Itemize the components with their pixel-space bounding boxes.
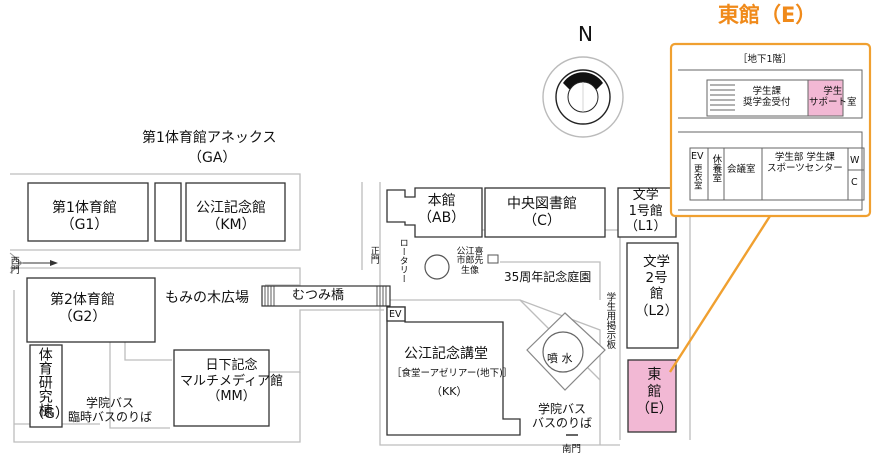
statue-marker	[487, 254, 499, 264]
label-bus-south: 学院バス バスのりば	[532, 402, 593, 431]
building-ab[interactable]	[386, 187, 483, 238]
label-ab: 本館 （AB）	[418, 193, 466, 226]
rotary-circle	[424, 254, 450, 280]
campus-roads	[10, 173, 691, 446]
label-g2: 第2体育館 （G2）	[50, 292, 115, 325]
label-bus-left: 学院バス 臨時バスのりば	[68, 396, 153, 425]
label-main-gate: 正門	[368, 246, 379, 264]
label-kk-sub: ［食堂ーアゼリアー(地下)］	[392, 368, 513, 379]
inset-room-scholarship: 学生課 奨学金受付	[743, 86, 791, 109]
inset-room-ev: EV	[691, 151, 704, 162]
label-kk: 公江記念講堂	[404, 346, 488, 362]
inset-floorplan	[678, 69, 865, 211]
building-g1[interactable]	[27, 182, 149, 242]
label-mm: 日下記念 マルチメディア館 （MM）	[180, 358, 284, 405]
inset-room-support: 学生 サポート室	[809, 86, 857, 109]
building-g2[interactable]	[26, 277, 156, 343]
label-km: 公江記念館 （KM）	[196, 200, 266, 233]
inset-room-w: W	[850, 155, 860, 166]
west-entrance-arrow	[9, 252, 58, 274]
compass-icon	[542, 56, 624, 138]
label-south-gate: 南門	[562, 444, 582, 455]
annex-name: 第1体育館アネックス	[142, 130, 277, 146]
inset-title: 東館（E）	[718, 3, 817, 27]
building-l2[interactable]	[626, 242, 679, 349]
inset-room-c: C	[851, 177, 858, 188]
inset-room-sports: 学生部 学生課 スポーツセンター	[767, 152, 843, 175]
label-e: 東 館 （E）	[636, 367, 673, 417]
annex-code: （GA）	[188, 150, 237, 166]
label-g: 体育研究棟	[36, 347, 53, 417]
building-g[interactable]	[29, 344, 63, 428]
label-kk-code: （KK）	[431, 385, 468, 398]
label-l2: 文学 2号 館 （L2）	[635, 254, 679, 319]
label-statue: 公江喜市郎先生像	[456, 247, 484, 276]
building-mm[interactable]	[173, 349, 270, 427]
label-l1: 文学 1号館 （L1）	[625, 188, 667, 235]
label-rotary: ロータリー	[397, 238, 408, 283]
building-c[interactable]	[484, 187, 606, 238]
bridge-mutsumi	[261, 285, 391, 307]
building-ga[interactable]	[154, 182, 182, 242]
inset-connector	[668, 215, 772, 373]
label-plaza: もみの木広場	[165, 290, 249, 306]
inset-floor: ［地下1階］	[738, 54, 792, 65]
fountain-area	[526, 312, 606, 391]
label-west-gate: 西門	[8, 256, 19, 274]
building-km[interactable]	[185, 182, 286, 242]
label-g1: 第1体育館 （G1）	[52, 200, 117, 233]
building-e[interactable]	[627, 359, 677, 433]
label-board: 学生用掲示板	[604, 292, 616, 349]
label-g-code: （G）	[30, 406, 69, 422]
inset-room-rest: 休養室	[710, 154, 722, 183]
label-c: 中央図書館 （C）	[507, 196, 577, 229]
north-label: N	[578, 22, 593, 46]
label-garden: 35周年記念庭園	[504, 270, 592, 284]
building-kk-ev[interactable]	[386, 306, 406, 322]
building-l1[interactable]	[617, 187, 677, 238]
inset-room-meeting: 会議室	[727, 164, 756, 175]
label-kk-ev: EV	[389, 309, 402, 320]
label-fountain: 噴 水	[547, 352, 573, 365]
label-bridge: むつみ橋	[292, 288, 345, 303]
inset-room-changing: 更衣室	[692, 164, 703, 190]
